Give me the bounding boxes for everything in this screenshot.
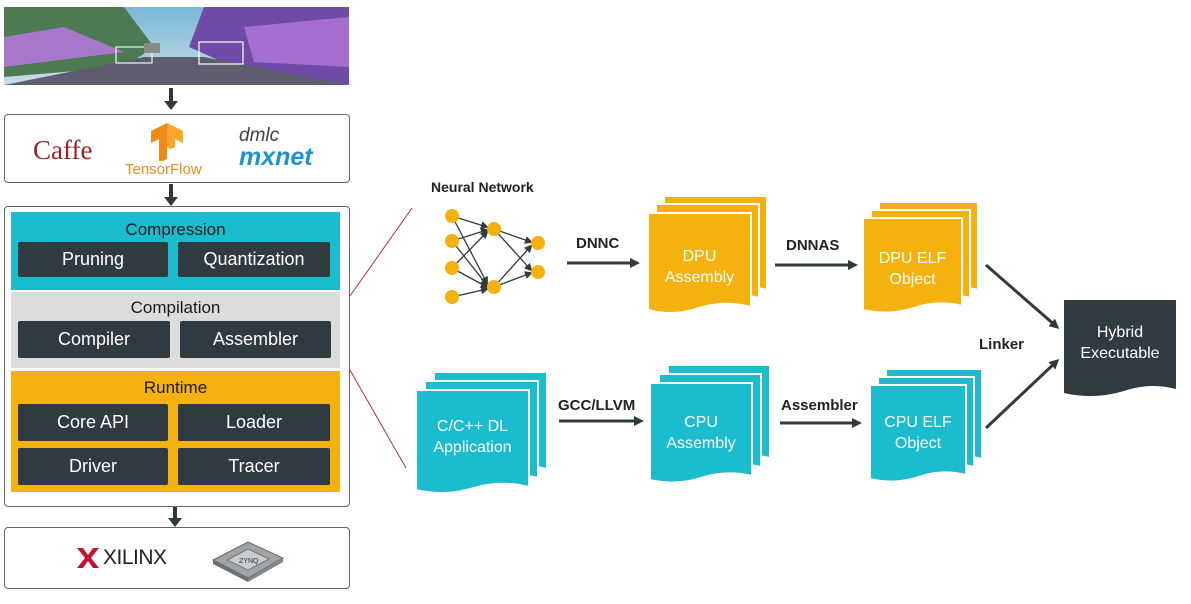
tracer-block: Tracer <box>178 448 330 485</box>
tensorflow-icon <box>151 123 183 161</box>
gcc-llvm-label: GCC/LLVM <box>558 397 636 414</box>
compiler-block: Compiler <box>18 321 170 358</box>
neural-network-icon <box>445 209 545 304</box>
frameworks-box: Caffe TensorFlow dmlc mxnet <box>4 114 350 183</box>
arrow-linker-bottom <box>984 358 1060 430</box>
zynq-chip-icon: ZYNQ <box>211 541 285 582</box>
application-text: C/C++ DL Application <box>433 418 512 456</box>
compression-panel: Compression Pruning Quantization <box>11 212 340 290</box>
compilation-title: Compilation <box>130 298 221 317</box>
xilinx-logo-text: XILINX <box>103 546 167 569</box>
cpu-assembly-text: CPU Assembly <box>666 414 736 452</box>
runtime-panel: Runtime Core API Loader Driver Tracer <box>11 371 340 492</box>
dnnas-label: DNNAS <box>786 237 840 254</box>
arrow-down-1 <box>164 88 178 110</box>
assembler-flow-label: Assembler <box>781 397 858 414</box>
arrow-down-3 <box>168 507 182 527</box>
compilation-panel: Compilation Compiler Assembler <box>11 292 340 368</box>
zoom-line-bottom <box>349 369 407 469</box>
linker-label: Linker <box>979 336 1025 353</box>
chip-label: ZYNQ <box>239 558 259 565</box>
zoom-line-top <box>349 207 413 297</box>
hardware-box: XILINX ZYNQ <box>4 527 350 589</box>
caffe-logo: Caffe <box>33 135 93 165</box>
cpu-elf-text: CPU ELF Object <box>884 414 952 452</box>
mxnet-logo: dmlc mxnet <box>239 125 313 171</box>
quantization-block: Quantization <box>178 242 330 277</box>
street-scene-image <box>4 7 349 85</box>
dnnc-label: DNNC <box>576 235 620 252</box>
dpu-elf-text: DPU ELF Object <box>878 250 947 288</box>
neural-network-label: Neural Network <box>431 179 534 195</box>
assembler-block: Assembler <box>180 321 331 358</box>
tensorflow-logo: TensorFlow <box>123 119 213 181</box>
pruning-block: Pruning <box>18 242 168 277</box>
arrow-linker-top <box>985 263 1060 329</box>
compression-title: Compression <box>125 220 226 239</box>
loader-block: Loader <box>178 404 330 441</box>
dpu-assembly-text: DPU Assembly <box>664 248 735 286</box>
driver-block: Driver <box>18 448 168 485</box>
hybrid-executable-text: Hybrid Executable <box>1080 324 1160 362</box>
runtime-title: Runtime <box>143 378 208 397</box>
xilinx-icon <box>77 548 99 568</box>
core-api-block: Core API <box>18 404 168 441</box>
arrow-down-2 <box>164 184 178 206</box>
